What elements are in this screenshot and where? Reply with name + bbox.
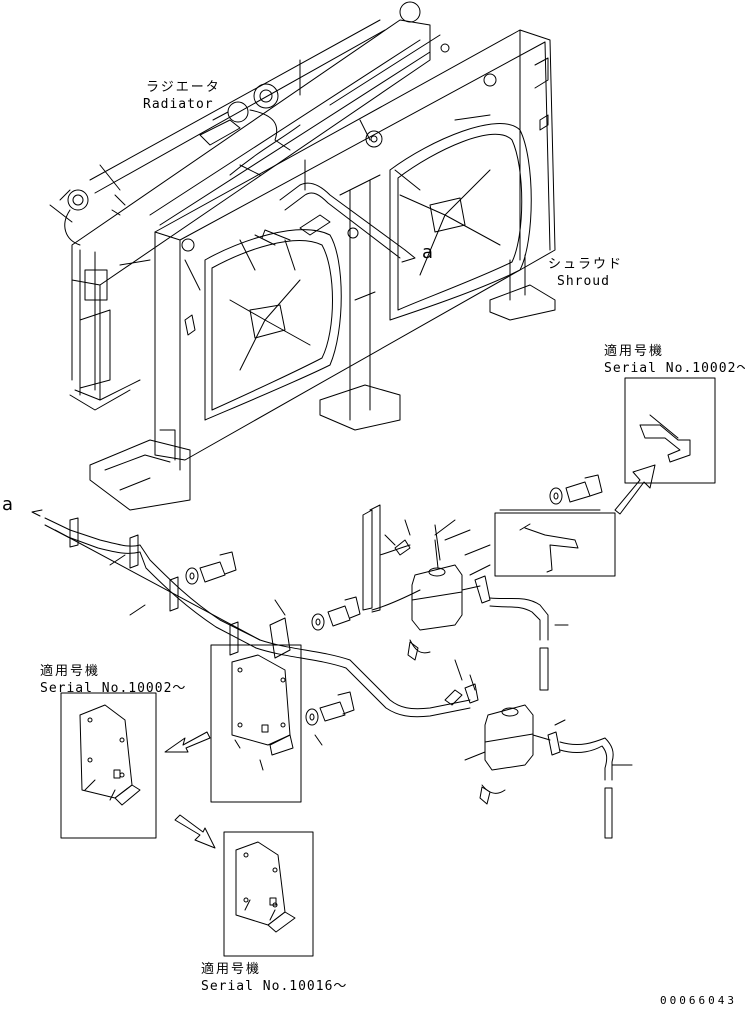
radiator-label-jp: ラジエータ xyxy=(146,80,221,95)
serial-label-left-en: Serial No.10002～ xyxy=(40,681,187,696)
reservoir-tank-1 xyxy=(394,539,549,691)
reference-mark-top: a xyxy=(422,242,434,263)
bolt-set-4 xyxy=(549,474,603,505)
leader-lines-upper xyxy=(99,59,491,291)
bracket-assembly xyxy=(499,509,601,573)
serial-label-left-jp: 適用号機 xyxy=(40,664,101,679)
bolt-set-1 xyxy=(185,551,237,585)
shroud-label-en: Shroud xyxy=(557,274,610,289)
leader-lines-lower xyxy=(84,519,633,921)
radiator-assembly xyxy=(49,1,441,411)
detail-frame-bottom xyxy=(223,831,314,957)
radiator-label-en: Radiator xyxy=(143,97,214,112)
overflow-pipe-lower xyxy=(31,504,471,718)
reservoir-tank-2 xyxy=(444,683,614,839)
serial-label-bottom-jp: 適用号機 xyxy=(201,962,262,977)
serial-label-bottom-en: Serial No.10016～ xyxy=(201,979,348,994)
detail-frame-center xyxy=(210,644,302,803)
shroud-assembly xyxy=(89,29,556,511)
bolt-set-2 xyxy=(311,596,361,631)
drawing-number: 00066043 xyxy=(660,994,737,1007)
detail-frame-right xyxy=(624,377,716,484)
bolt-set-3 xyxy=(305,691,355,726)
reference-mark-left: a xyxy=(2,494,14,515)
detail-frame-bracket xyxy=(494,512,616,577)
protector-plate-main xyxy=(231,654,294,756)
pointer-arrows xyxy=(164,464,656,849)
serial-label-right-en: Serial No.10002～ xyxy=(604,361,745,376)
overflow-pipe-top xyxy=(279,182,416,263)
detail-frame-left xyxy=(60,692,157,839)
shroud-label-jp: シュラウド xyxy=(548,257,624,272)
serial-label-right-jp: 適用号機 xyxy=(604,344,665,359)
